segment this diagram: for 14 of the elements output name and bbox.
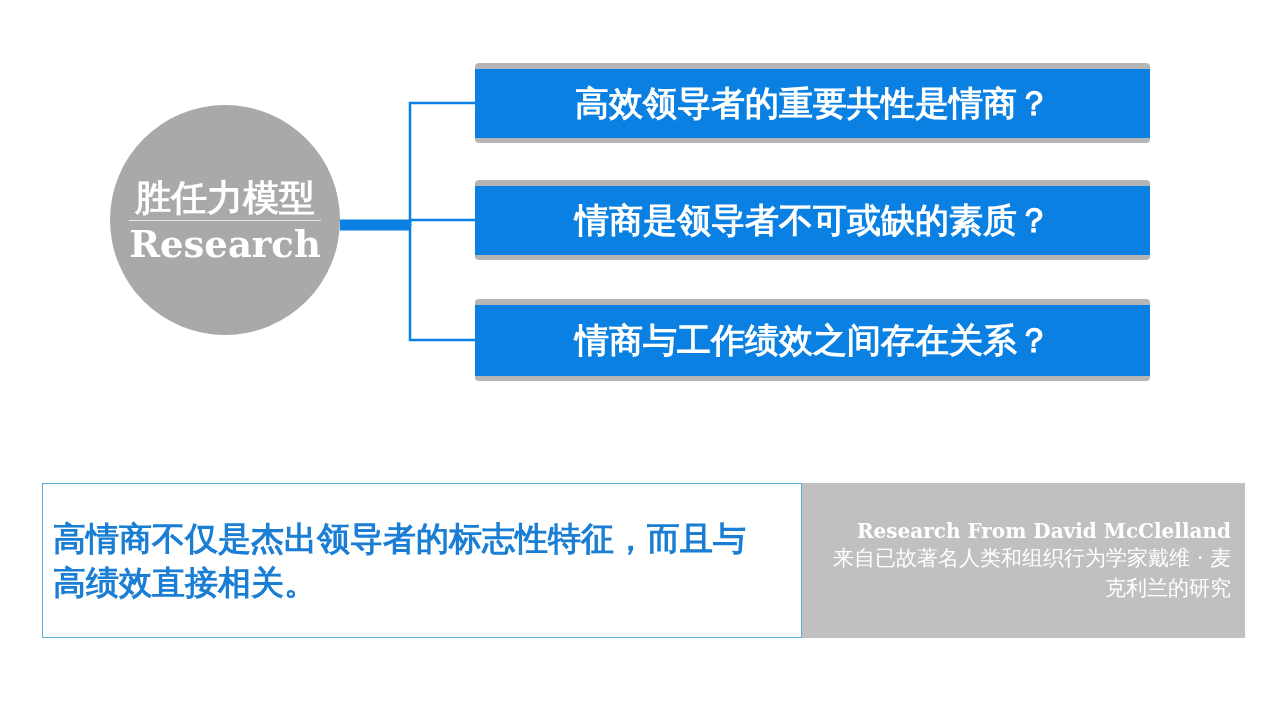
- question-box: [475, 63, 1150, 143]
- question-text: 情商是领导者不可或缺的素质？: [574, 198, 1051, 242]
- source-text: 来自已故著名人类和组织行为学家戴维 · 麦克利兰的研究: [831, 544, 1231, 602]
- question-box: [475, 299, 1150, 381]
- question-text: 高效领导者的重要共性是情商？: [574, 81, 1051, 125]
- question-text: 情商与工作绩效之间存在关系？: [574, 318, 1051, 362]
- statement-box: [42, 483, 802, 638]
- statement-text: 高情商不仅是杰出领导者的标志性特征，而且与高绩效直接相关。: [53, 517, 747, 604]
- connector-trunk: [340, 219, 410, 231]
- question-box: [475, 180, 1150, 260]
- source-heading: Research From David McClelland: [856, 518, 1231, 543]
- source-box: [802, 483, 1245, 638]
- circle-subtitle: Research: [129, 219, 321, 267]
- circle-title: 胜任力模型: [135, 174, 315, 220]
